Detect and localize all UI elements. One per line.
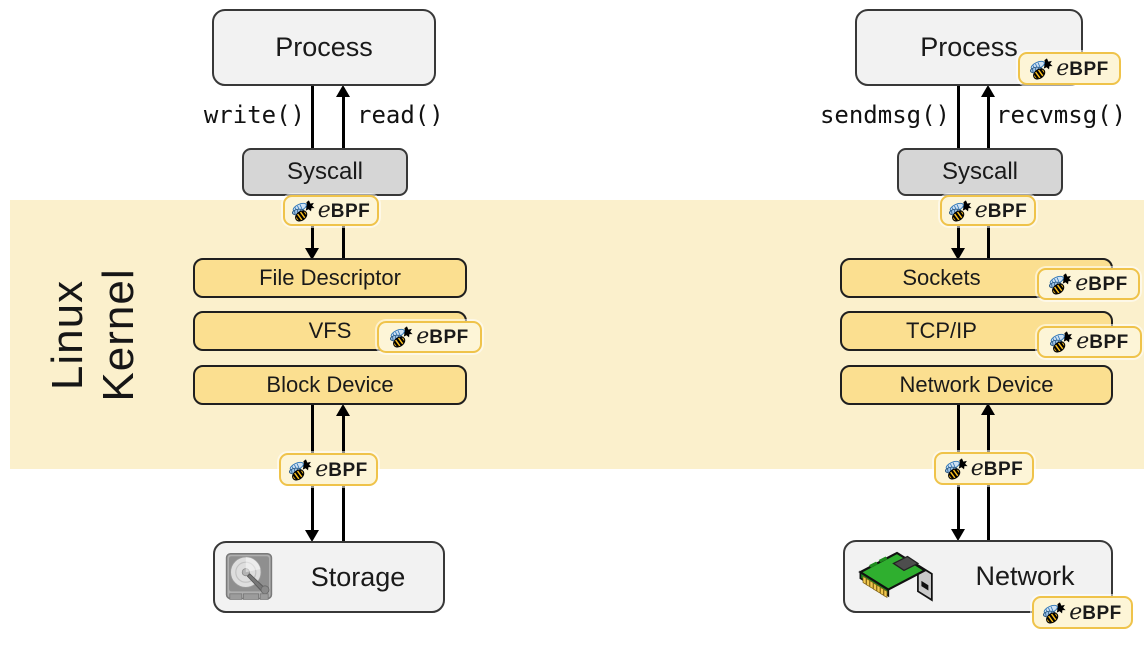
arrowhead-into-sockets: [951, 248, 965, 260]
arrow-line-write-down: [311, 86, 314, 148]
ebpf-bpf: BPF: [983, 458, 1024, 480]
ebpf-wordmark: eBPF: [1056, 55, 1109, 81]
layer-network-device: Network Device: [840, 365, 1113, 405]
ebpf-e: e: [315, 456, 329, 482]
arrow-line-fd-up: [342, 226, 345, 259]
ebpf-bpf: BPF: [330, 200, 371, 222]
ebpf-wordmark: eBPF: [315, 456, 368, 482]
syscall-box-network: Syscall: [897, 148, 1063, 196]
read-call-label: read(): [357, 101, 444, 129]
arrow-line-sendmsg-down: [957, 86, 960, 148]
layer-file-descriptor: File Descriptor: [193, 258, 467, 298]
sendmsg-call-label: sendmsg(): [819, 101, 950, 129]
ebpf-wordmark: eBPF: [1075, 273, 1128, 295]
process-box-storage: Process: [212, 9, 436, 86]
ebpf-e: e: [317, 197, 331, 223]
process-label: Process: [275, 32, 373, 62]
arrowhead-read-up: [336, 85, 350, 97]
arrow-line-recvmsg-up: [987, 96, 990, 148]
ebpf-badge-tcp-ip: eBPF: [1037, 326, 1142, 358]
ebpf-bpf: BPF: [987, 200, 1028, 222]
ebpf-e: e: [974, 197, 988, 223]
arrowhead-into-network-device: [981, 403, 995, 415]
write-call-label: write(): [203, 101, 305, 129]
bee-icon: [390, 326, 414, 348]
bee-icon: [289, 458, 313, 481]
bee-icon: [944, 457, 969, 480]
ebpf-badge-network-path: eBPF: [934, 452, 1034, 485]
layer-block-device: Block Device: [193, 365, 467, 405]
ebpf-e: e: [970, 455, 984, 481]
arrow-line-read-up: [342, 96, 345, 148]
ebpf-bpf: BPF: [429, 327, 469, 348]
arrow-line-sockets-up: [987, 226, 990, 259]
bee-icon: [948, 199, 973, 222]
ebpf-e: e: [1075, 271, 1089, 296]
bee-icon: [1043, 601, 1067, 624]
storage-label: Storage: [310, 561, 406, 592]
ebpf-e: e: [416, 324, 430, 349]
layer-label: VFS: [308, 318, 352, 343]
ebpf-bpf: BPF: [1069, 58, 1109, 80]
network-card-icon: [855, 546, 939, 607]
arrow-line-syscall-to-sockets: [957, 226, 960, 249]
ebpf-wordmark: eBPF: [970, 455, 1024, 481]
kernel-label-line2: Kernel: [94, 268, 143, 402]
bee-icon: [1049, 273, 1073, 295]
ebpf-wordmark: eBPF: [1069, 599, 1122, 625]
ebpf-bpf: BPF: [1082, 602, 1122, 624]
arrowhead-into-block-device: [336, 404, 350, 416]
layer-label: Block Device: [266, 372, 394, 397]
bee-icon: [1030, 57, 1054, 80]
hard-disk-icon: [225, 551, 273, 603]
layer-label: File Descriptor: [259, 265, 401, 290]
bee-icon: [291, 199, 316, 222]
ebpf-bpf: BPF: [328, 459, 368, 481]
arrowhead-into-network: [951, 529, 965, 541]
kernel-label-line1: Linux: [43, 279, 92, 391]
ebpf-e: e: [1076, 329, 1090, 354]
arrow-line-syscall-to-fd: [311, 226, 314, 249]
ebpf-bpf: BPF: [1088, 274, 1128, 295]
ebpf-badge-syscall-network: eBPF: [940, 195, 1036, 226]
ebpf-badge-storage-path: eBPF: [279, 453, 378, 486]
layer-label: Sockets: [902, 265, 981, 290]
process-label: Process: [920, 32, 1018, 62]
ebpf-badge-sockets: eBPF: [1037, 268, 1140, 300]
syscall-label: Syscall: [941, 158, 1019, 185]
syscall-box-storage: Syscall: [242, 148, 408, 196]
network-label: Network: [975, 561, 1075, 591]
storage-box: Storage: [213, 541, 445, 613]
arrowhead-recvmsg-up: [981, 85, 995, 97]
ebpf-e: e: [1056, 55, 1070, 81]
layer-label: Network Device: [899, 372, 1054, 397]
ebpf-wordmark: eBPF: [416, 326, 469, 348]
ebpf-wordmark: eBPF: [317, 197, 371, 223]
bee-icon: [1050, 331, 1074, 353]
ebpf-wordmark: eBPF: [1076, 331, 1129, 353]
linux-kernel-label: Linux Kernel: [41, 255, 145, 415]
ebpf-badge-process-network: eBPF: [1018, 52, 1121, 85]
syscall-label: Syscall: [286, 158, 364, 185]
ebpf-badge-syscall-storage: eBPF: [283, 195, 379, 226]
ebpf-badge-vfs: eBPF: [377, 321, 482, 353]
ebpf-badge-network-card: eBPF: [1032, 596, 1133, 629]
ebpf-wordmark: eBPF: [974, 197, 1028, 223]
network-box: Network: [843, 540, 1113, 613]
ebpf-e: e: [1069, 599, 1083, 625]
recvmsg-call-label: recvmsg(): [996, 101, 1127, 129]
arrowhead-into-file-descriptor: [305, 248, 319, 260]
layer-label: TCP/IP: [906, 318, 977, 343]
ebpf-bpf: BPF: [1089, 332, 1129, 353]
arrowhead-into-storage: [305, 530, 319, 542]
